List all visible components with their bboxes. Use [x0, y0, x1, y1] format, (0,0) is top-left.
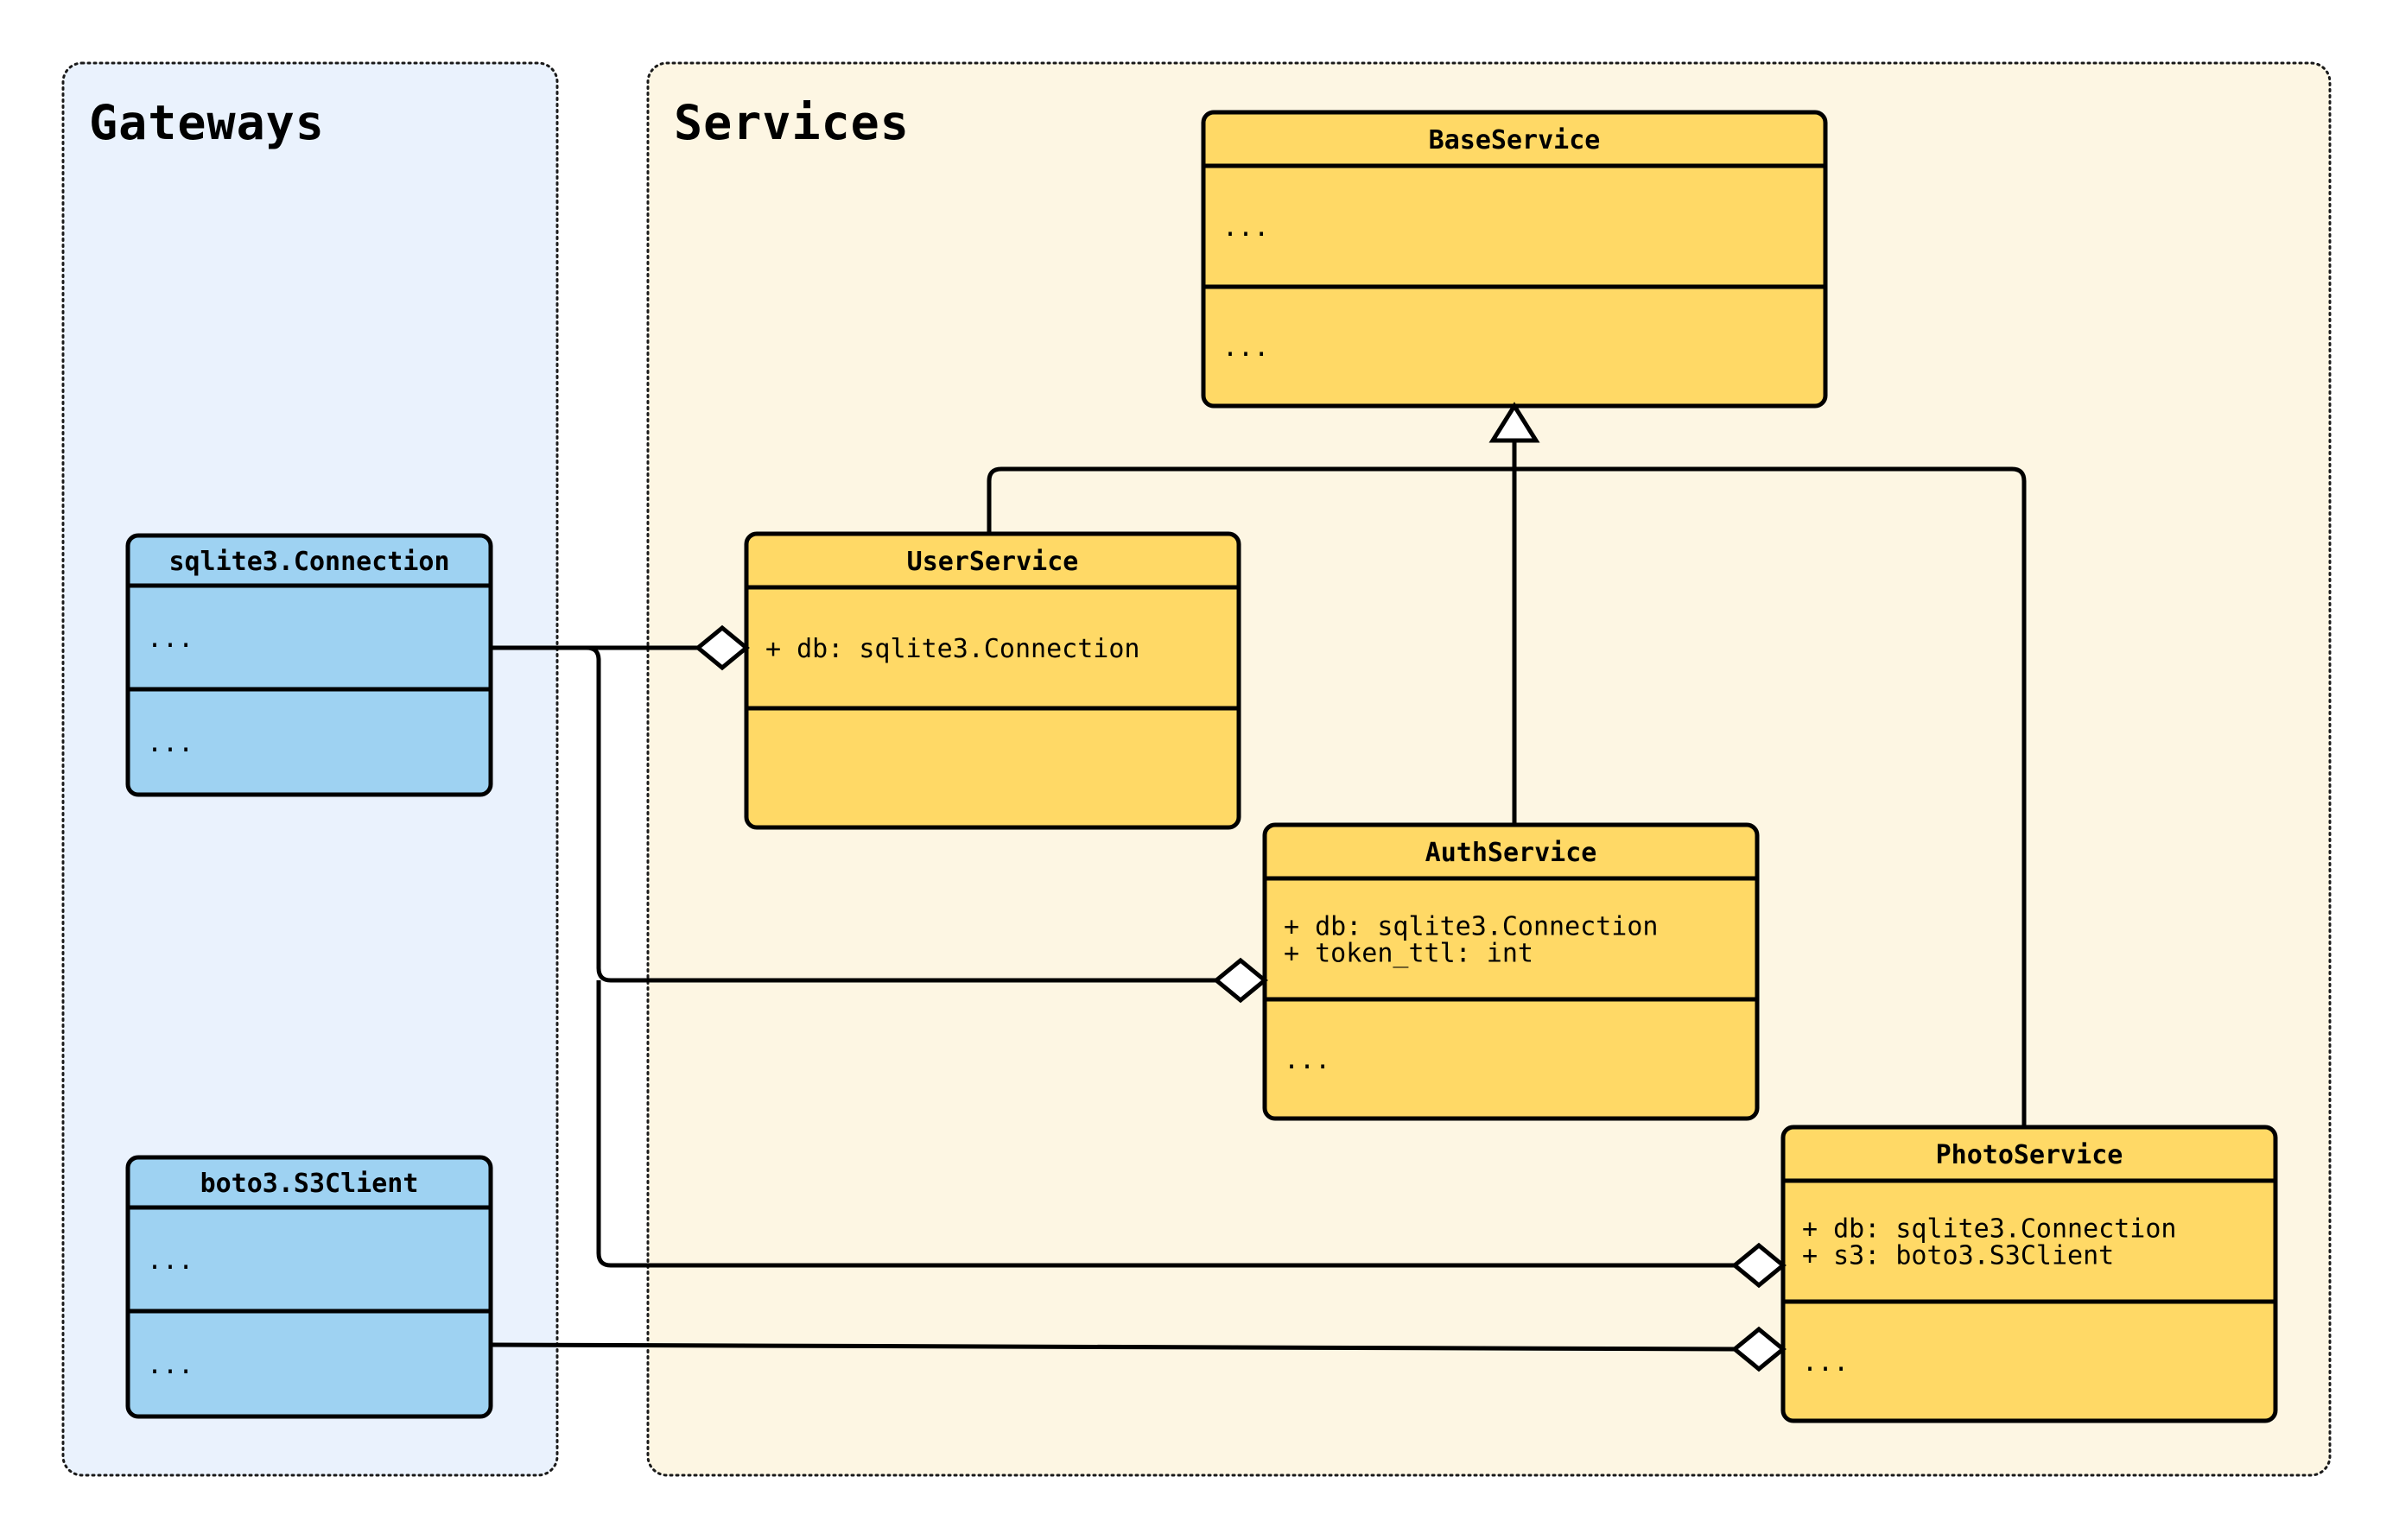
class-name-authservice: AuthService: [1425, 838, 1597, 868]
class-attribute-authservice-0: + db: sqlite3.Connection: [1284, 912, 1658, 942]
class-name-baseservice: BaseService: [1429, 125, 1601, 155]
class-attribute-sqlite3connection-0: ...: [147, 624, 194, 654]
class-box-boto3s3client[interactable]: boto3.S3Client......: [125, 1155, 493, 1419]
class-box-body-authservice: [1262, 822, 1760, 1121]
class-box-body-sqlite3connection: [125, 533, 493, 797]
class-box-body-photoservice: [1780, 1125, 2278, 1423]
aggregation-diamond-photoservice-db: [1731, 1242, 1787, 1289]
class-attribute-baseservice-0: ...: [1222, 212, 1269, 243]
relationship-edges: [490, 440, 2027, 1352]
class-boxes: BaseService...... UserService + db: sqlite…: [125, 110, 2278, 1423]
class-box-body-userservice: [744, 531, 1241, 830]
package-services-title: Services: [674, 95, 910, 150]
package-services-border: [646, 61, 2332, 1477]
class-method-authservice-0: ...: [1284, 1045, 1330, 1075]
class-box-baseservice[interactable]: BaseService......: [1201, 110, 1828, 409]
class-name-userservice: UserService: [907, 547, 1079, 577]
generalization-triangle-baseservice: [1488, 402, 1540, 443]
package-services[interactable]: Services: [646, 61, 2332, 1477]
aggregation-diamond-authservice-db: [1213, 957, 1268, 1004]
relationship-markers: [695, 402, 1787, 1372]
class-box-body-boto3s3client: [125, 1155, 493, 1419]
class-box-authservice[interactable]: AuthService + db: sqlite3.Connection+ tok…: [1262, 822, 1760, 1121]
class-attribute-photoservice-0: + db: sqlite3.Connection: [1802, 1214, 2176, 1245]
class-name-sqlite3connection: sqlite3.Connection: [168, 547, 449, 577]
class-box-sqlite3connection[interactable]: sqlite3.Connection......: [125, 533, 493, 797]
generalization-edge-photoservice[interactable]: [1514, 466, 2027, 1127]
class-method-sqlite3connection-0: ...: [147, 728, 194, 758]
generalization-edge-userservice[interactable]: [987, 466, 1514, 534]
class-name-boto3s3client: boto3.S3Client: [200, 1169, 419, 1199]
class-method-baseservice-0: ...: [1222, 333, 1269, 363]
class-method-photoservice-0: ...: [1802, 1347, 1849, 1378]
class-name-photoservice: PhotoService: [1936, 1140, 2123, 1170]
aggregation-edge-authservice-db[interactable]: [491, 645, 1216, 983]
aggregation-edge-photoservice-db[interactable]: [596, 980, 1735, 1268]
class-box-photoservice[interactable]: PhotoService + db: sqlite3.Connection+ s3…: [1780, 1125, 2278, 1423]
class-attribute-boto3s3client-0: ...: [147, 1245, 194, 1276]
class-box-userservice[interactable]: UserService + db: sqlite3.Connection: [744, 531, 1241, 830]
aggregation-edge-photoservice-s3[interactable]: [490, 1342, 1736, 1352]
class-attribute-photoservice-1: + s3: boto3.S3Client: [1802, 1241, 2114, 1271]
package-gateways-title: Gateways: [89, 95, 325, 150]
class-box-body-baseservice: [1201, 110, 1828, 409]
class-method-boto3s3client-0: ...: [147, 1350, 194, 1380]
class-attribute-userservice-0: + db: sqlite3.Connection: [765, 634, 1139, 664]
aggregation-diamond-photoservice-s3: [1731, 1326, 1787, 1372]
aggregation-diamond-userservice-db: [695, 624, 750, 671]
class-attribute-authservice-1: + token_ttl: int: [1284, 939, 1533, 969]
